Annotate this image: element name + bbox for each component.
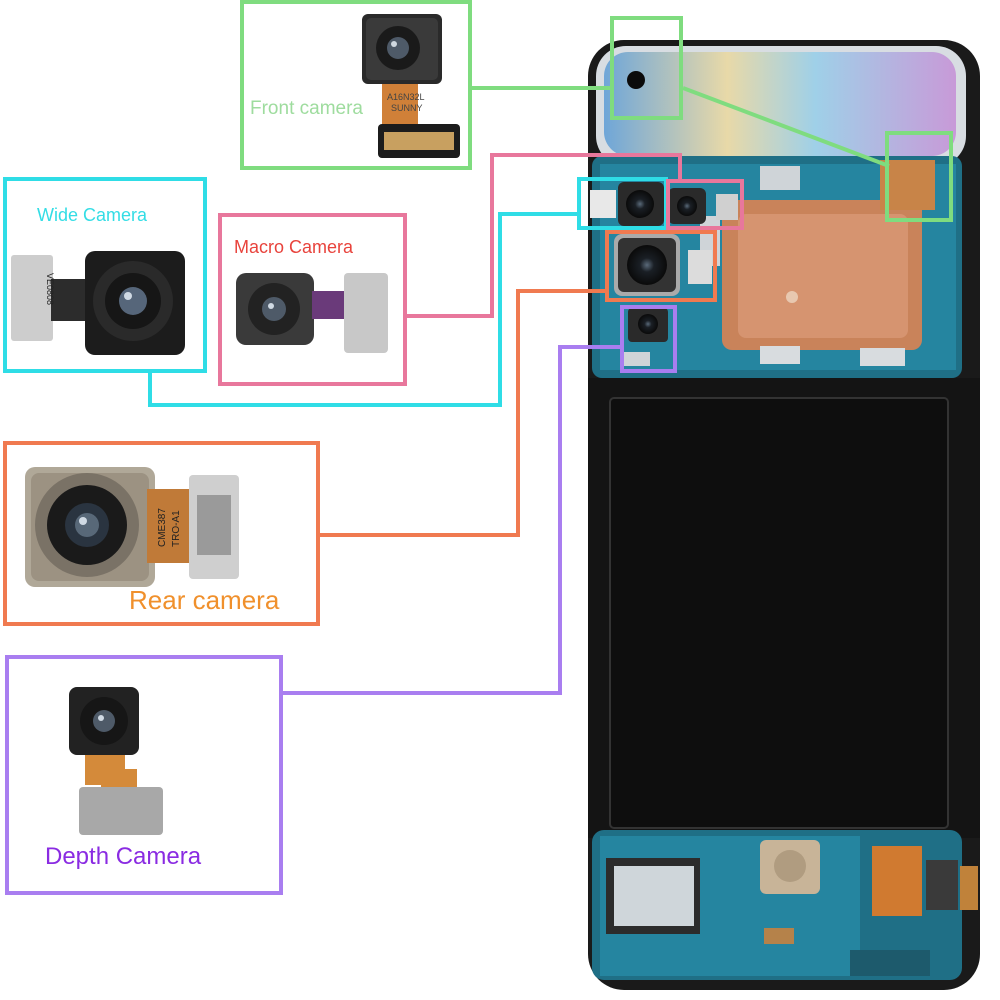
front-camera-module-highlight bbox=[885, 131, 953, 222]
wide-code-text: VE0808 bbox=[45, 273, 55, 306]
wide-camera-label: Wide Camera bbox=[37, 205, 148, 225]
wide-camera-highlight bbox=[577, 177, 668, 230]
front-camera-box: A16N32L SUNNY Front camera bbox=[240, 0, 472, 170]
macro-camera-highlight bbox=[666, 179, 744, 230]
depth-camera-lens bbox=[638, 314, 658, 334]
front-camera-highlight bbox=[610, 16, 683, 120]
depth-camera-module bbox=[69, 687, 163, 835]
wide-camera-module bbox=[11, 251, 185, 355]
rear-camera-box: CME387 TRO-A1 Rear camera bbox=[3, 441, 320, 626]
front-camera-hole bbox=[627, 71, 645, 89]
battery bbox=[609, 397, 949, 829]
front-camera-label: Front camera bbox=[250, 98, 363, 119]
wide-camera-box: Wide Camera VE0808 bbox=[3, 177, 207, 373]
rear-camera-module bbox=[25, 467, 239, 587]
macro-camera-label: Macro Camera bbox=[234, 237, 354, 257]
front-camera-module bbox=[362, 14, 460, 158]
rear-camera-highlight bbox=[605, 230, 717, 302]
rear-code-text: CME387 bbox=[157, 508, 168, 547]
depth-camera-highlight bbox=[620, 305, 677, 373]
rear-code-text-2: TRO-A1 bbox=[171, 510, 182, 547]
macro-camera-box: Macro Camera bbox=[218, 213, 407, 386]
macro-camera-module bbox=[236, 273, 388, 353]
front-code-text-2: SUNNY bbox=[391, 103, 423, 113]
front-code-text: A16N32L bbox=[387, 92, 425, 102]
rear-camera-label: Rear camera bbox=[129, 585, 280, 615]
macro-camera-lens bbox=[677, 196, 697, 216]
depth-camera-box: Depth Camera bbox=[5, 655, 283, 895]
depth-camera-label: Depth Camera bbox=[45, 843, 202, 870]
